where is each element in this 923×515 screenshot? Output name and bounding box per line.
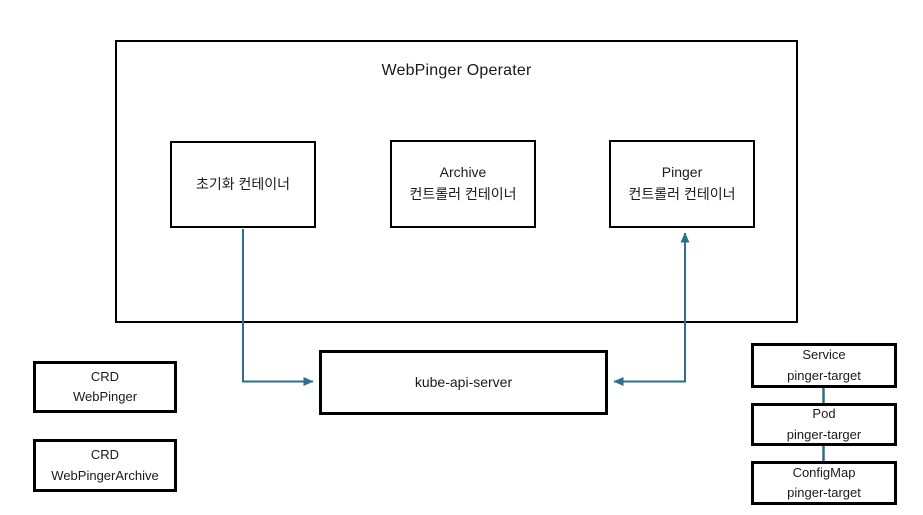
crd-webpinger-label-line2: WebPinger [72,389,138,404]
service-pinger-target-box: Service pinger-target [751,343,897,388]
kube-api-server-label: kube-api-server [414,373,513,390]
pinger-controller-label-line1: Pinger [661,164,703,181]
configmap-label-line2: pinger-target [787,485,861,500]
pod-label-line2: pinger-targer [786,426,862,442]
crd-webpinger-label-line1: CRD [90,368,120,384]
crd-webpingerarchive-label-line1: CRD [90,447,120,463]
init-container-label: 초기화 컨테이너 [195,175,291,192]
service-label-line2: pinger-target [787,367,861,383]
configmap-pinger-target-box: ConfigMap pinger-target [751,461,897,505]
pod-pinger-targer-box: Pod pinger-targer [751,403,897,446]
service-label-line1: Service [802,347,846,363]
pinger-controller-container-box: Pinger 컨트롤러 컨테이너 [609,140,755,228]
archive-controller-label-line1: Archive [439,164,487,181]
crd-webpingerarchive-label-line2: WebPingerArchive [51,467,159,483]
kube-api-server-box: kube-api-server [319,350,608,415]
archive-controller-label-line2: 컨트롤러 컨테이너 [409,186,517,202]
configmap-label-line1: ConfigMap [792,464,856,480]
crd-webpinger-box: CRD WebPinger [33,361,177,413]
archive-controller-container-box: Archive 컨트롤러 컨테이너 [390,140,536,228]
pinger-controller-label-line2: 컨트롤러 컨테이너 [628,186,736,202]
pod-label-line1: Pod [812,406,836,422]
crd-webpingerarchive-box: CRD WebPingerArchive [33,439,177,492]
operator-title: WebPinger Operater [381,62,532,79]
init-container-box: 초기화 컨테이너 [170,141,316,228]
webpinger-operator-box: WebPinger Operater [115,40,798,323]
